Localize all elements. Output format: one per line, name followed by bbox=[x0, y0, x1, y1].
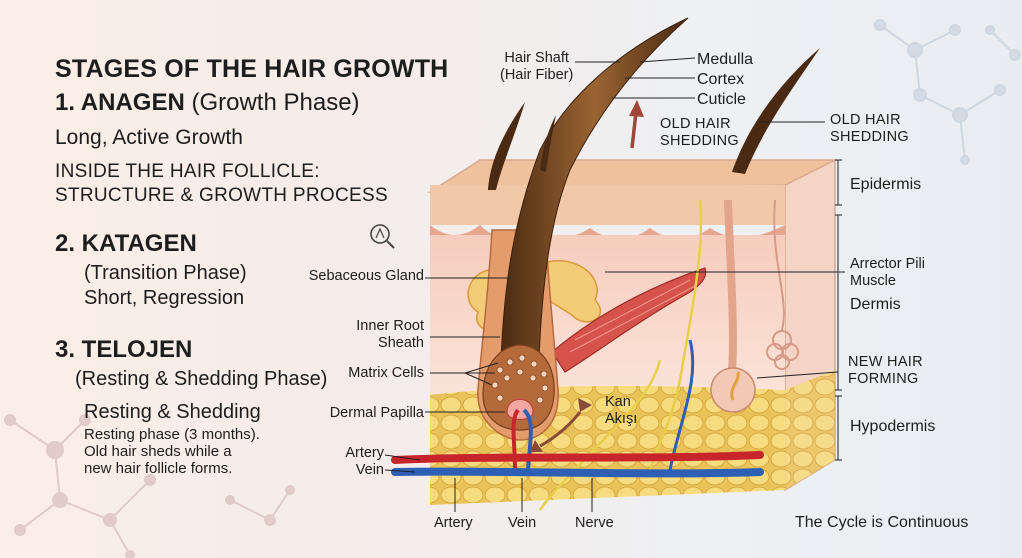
label-epidermis: Epidermis bbox=[850, 175, 921, 194]
hair-shaft-line-2: (Hair Fiber) bbox=[500, 67, 573, 84]
cycle-caption: The Cycle is Continuous bbox=[795, 513, 968, 532]
kan-line-1: Kan bbox=[605, 394, 637, 411]
label-artery-left: Artery bbox=[320, 445, 384, 462]
hypodermis-side bbox=[785, 370, 835, 490]
label-old-hair-right: OLD HAIR SHEDDING bbox=[830, 112, 909, 147]
label-new-hair-forming: NEW HAIR FORMING bbox=[848, 354, 923, 389]
vein-vessel bbox=[395, 472, 760, 474]
old-hair-left-line-1: OLD HAIR bbox=[660, 116, 739, 133]
label-cortex: Cortex bbox=[697, 70, 744, 89]
new-hair-line-2: FORMING bbox=[848, 371, 923, 388]
label-kan-akisi: Kan Akışı bbox=[605, 394, 637, 429]
new-hair-line-1: NEW HAIR bbox=[848, 354, 923, 371]
shedding-arrow bbox=[632, 112, 636, 148]
label-dermal-papilla: Dermal Papilla bbox=[300, 405, 424, 422]
label-dermis: Dermis bbox=[850, 295, 901, 314]
arrector-line-2: Muscle bbox=[850, 273, 925, 290]
hair-shaft-line-1: Hair Shaft bbox=[500, 50, 573, 67]
label-medulla: Medulla bbox=[697, 50, 753, 69]
label-old-hair-left: OLD HAIR SHEDDING bbox=[660, 116, 739, 151]
label-vein-bottom: Vein bbox=[508, 515, 536, 532]
inner-root-line-1: Inner Root bbox=[330, 318, 424, 335]
label-hair-shaft: Hair Shaft (Hair Fiber) bbox=[500, 50, 573, 85]
shedding-arrow-head bbox=[629, 100, 644, 117]
label-cuticle: Cuticle bbox=[697, 90, 746, 109]
label-arrector-pili: Arrector Pili Muscle bbox=[850, 256, 925, 291]
label-inner-root-sheath: Inner Root Sheath bbox=[330, 318, 424, 353]
old-hair-right-line-2: SHEDDING bbox=[830, 129, 909, 146]
search-icon bbox=[371, 225, 394, 248]
artery-vessel bbox=[395, 455, 760, 460]
inner-root-line-2: Sheath bbox=[330, 335, 424, 352]
kan-line-2: Akışı bbox=[605, 411, 637, 428]
label-sebaceous-gland: Sebaceous Gland bbox=[300, 268, 424, 285]
old-hair-right-line-1: OLD HAIR bbox=[830, 112, 909, 129]
label-vein-left: Vein bbox=[320, 462, 384, 479]
old-hair-left-line-2: SHEDDING bbox=[660, 133, 739, 150]
label-nerve-bottom: Nerve bbox=[575, 515, 614, 532]
label-matrix-cells: Matrix Cells bbox=[320, 365, 424, 382]
label-hypodermis: Hypodermis bbox=[850, 417, 935, 436]
label-artery-bottom: Artery bbox=[434, 515, 473, 532]
arrector-line-1: Arrector Pili bbox=[850, 256, 925, 273]
